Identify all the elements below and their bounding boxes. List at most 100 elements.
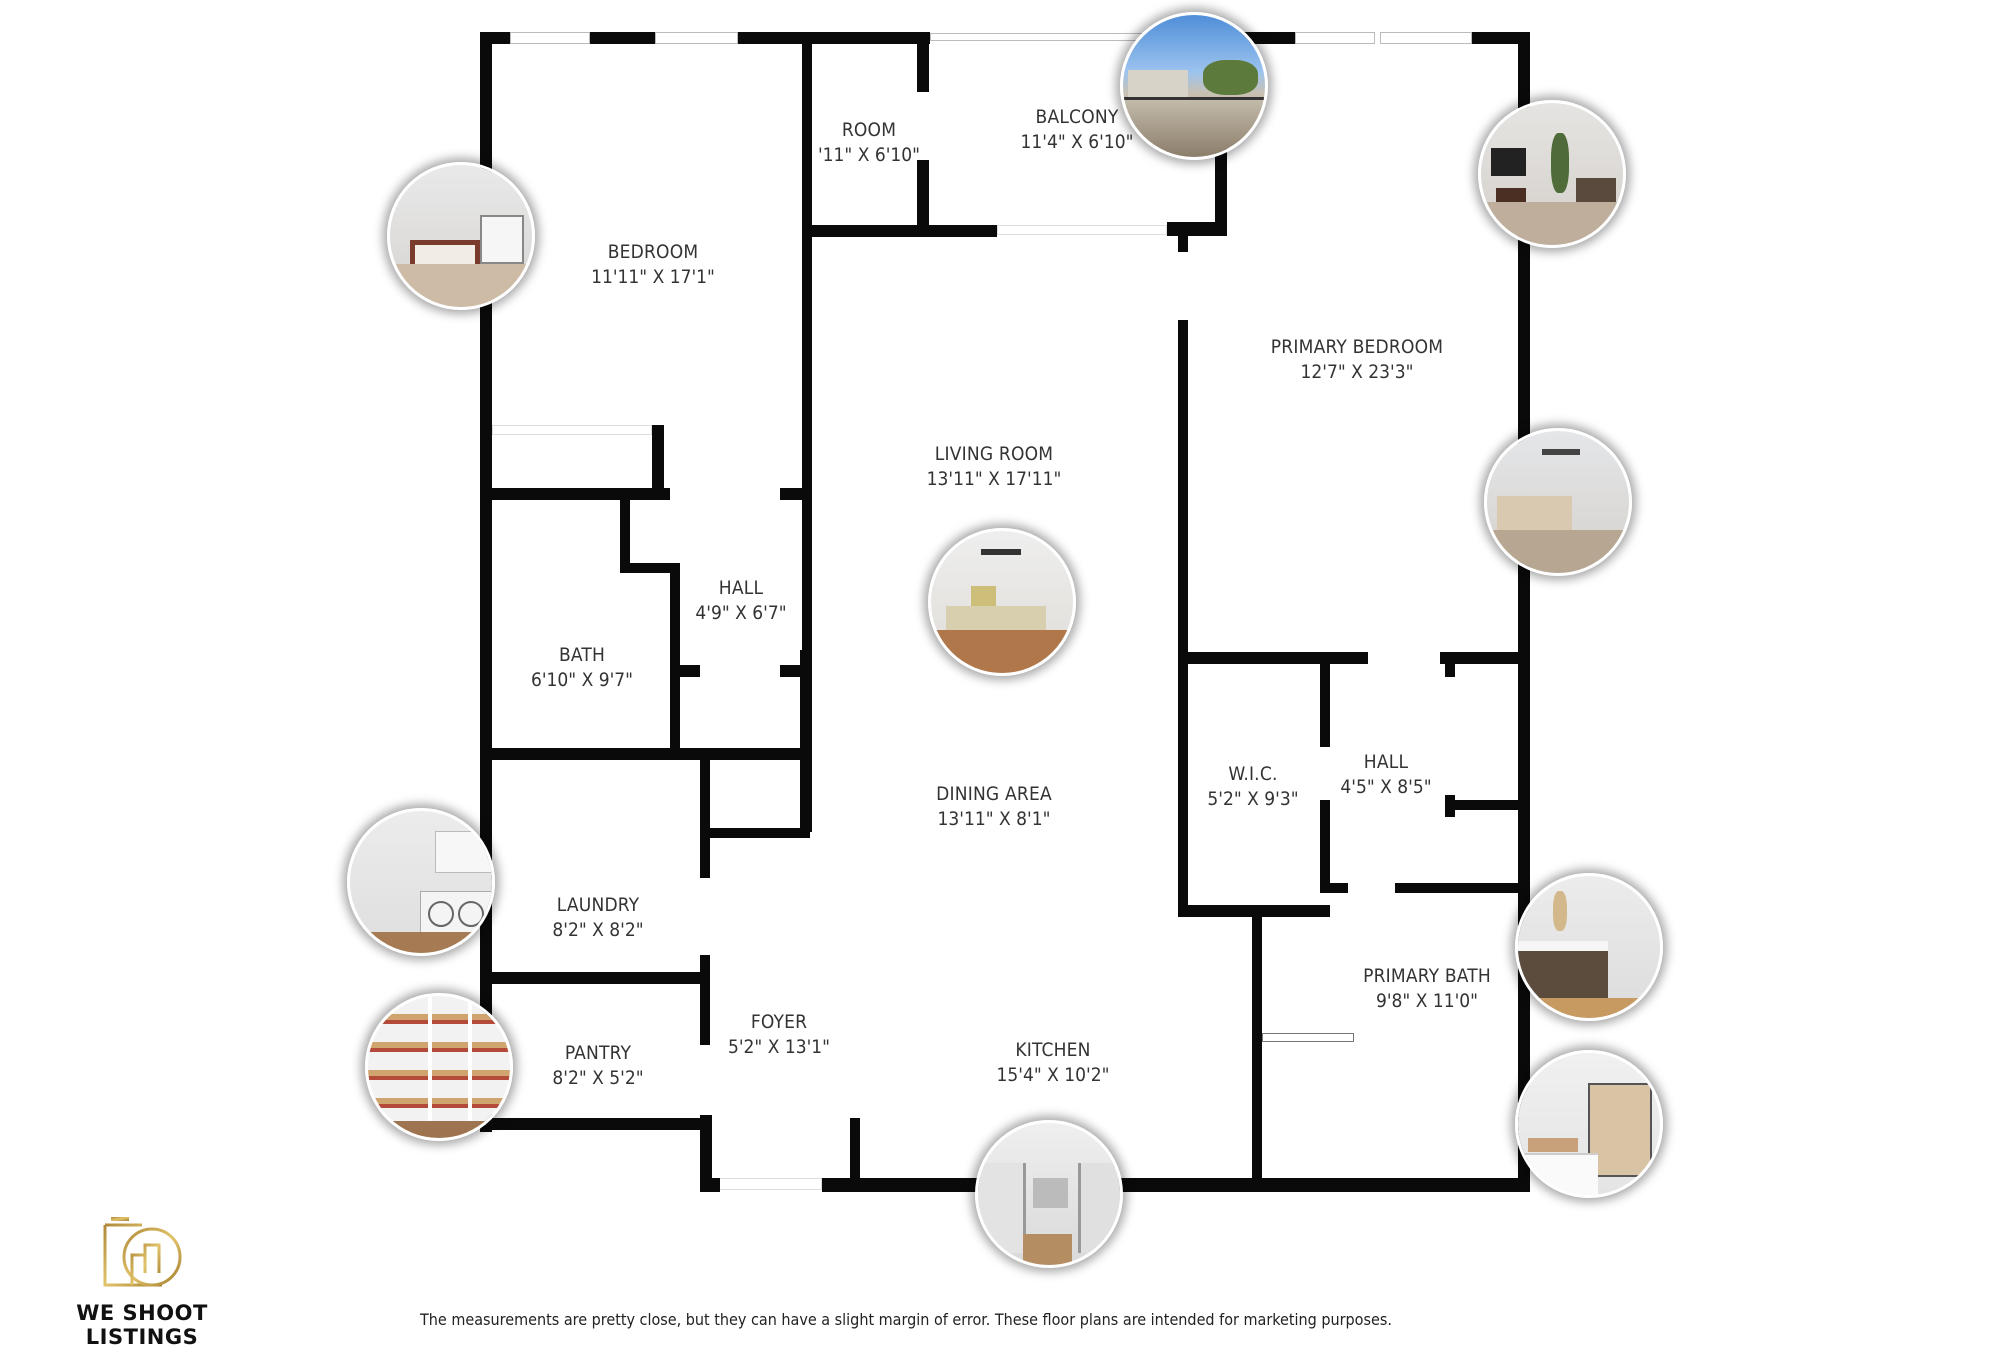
wall-wic-right-top [1320,652,1330,747]
room-name: FOYER [750,1011,808,1033]
brand-name: WE SHOOT LISTINGS [76,1301,208,1349]
wall-laundry-right-lower [700,955,710,1045]
wall-hall-stub [1445,652,1455,677]
wall-outer-top-2 [590,32,655,44]
room-name: BEDROOM [607,241,699,263]
wall-outer-top-5 [1472,32,1530,44]
room-label-kitchen: KITCHEN 15'4" X 10'2" [997,1038,1110,1087]
front-door-opening [718,1178,822,1190]
room-name: LIVING ROOM [934,443,1054,465]
wall-laundry-bottom [480,972,710,984]
camera-monogram-logo-icon [103,1217,182,1287]
wall-bath-right [670,563,680,753]
window-primary-1 [1295,32,1375,44]
wall-foyer-kitchen [850,1118,860,1188]
room-label-pantry: PANTRY 8'2" X 5'2" [552,1041,643,1090]
wall-bath-closet-b [620,563,680,573]
room-name: HALL [718,577,764,599]
primary-bath-vanity-photo-icon[interactable] [1515,873,1663,1021]
room-dimensions: 4'9" X 6'7" [695,601,787,624]
window-bedroom-2 [655,32,738,44]
balcony-photo-icon[interactable] [1120,12,1268,160]
wall-room-right-top [917,32,929,92]
room-label-room: ROOM '11" X 6'10" [818,118,920,167]
room-label-dining-area: DINING AREA 13'11" X 8'1" [936,782,1052,831]
wall-pantry-bottom [480,1118,712,1130]
primary-bath-shelf [1262,1033,1354,1042]
room-name: ROOM [841,119,897,141]
wall-bedroom-bottom-2 [780,488,810,500]
room-dimensions: 13'11" X 17'11" [926,467,1062,490]
living-room-photo-icon[interactable] [928,528,1076,676]
primary-bedroom-sitting-photo-icon[interactable] [1478,100,1626,248]
wall-outer-bottom-right [822,1178,1530,1192]
room-label-wic: W.I.C. 5'2" X 9'3" [1207,762,1298,811]
wall-primary-bottom-right [1440,652,1528,664]
room-label-primary-bath: PRIMARY BATH 9'8" X 11'0" [1363,964,1491,1013]
room-dimensions: 15'4" X 10'2" [996,1063,1110,1086]
room-name: PRIMARY BEDROOM [1270,336,1444,358]
pantry-photo-icon[interactable] [365,993,513,1141]
room-dimensions: 11'4" X 6'10" [1020,130,1134,153]
wall-bath-bottom [480,748,810,760]
wall-primary-left [1178,320,1188,915]
room-label-bedroom: BEDROOM 11'11" X 17'1" [591,240,715,289]
window-primary-2 [1380,32,1472,44]
room-name: PRIMARY BATH [1363,965,1491,987]
window-bedroom-1 [510,32,590,44]
room-name: BATH [558,644,606,666]
room-dimensions: '11" X 6'10" [817,143,921,166]
room-dimensions: 11'11" X 17'1" [591,265,715,288]
room-dimensions: 8'2" X 5'2" [552,1066,644,1089]
room-name: HALL [1363,751,1409,773]
room-name: PANTRY [564,1042,632,1064]
room-dimensions: 9'8" X 11'0" [1375,989,1479,1012]
wall-hall2-bottom-right [1395,883,1528,893]
room-label-bath: BATH 6'10" X 9'7" [531,643,633,692]
room-label-primary-bedroom: PRIMARY BEDROOM 12'7" X 23'3" [1271,335,1443,384]
bedroom-photo-icon[interactable] [387,162,535,310]
bedroom-closet-door [492,425,652,435]
wall-hall-right-lower [800,650,810,830]
room-name: LAUNDRY [556,894,640,916]
room-dimensions: 5'2" X 13'1" [727,1035,831,1058]
wall-hall-closet [1445,800,1525,810]
wall-laundry-closet-bottom [700,828,810,838]
room-dimensions: 5'2" X 9'3" [1207,787,1299,810]
wall-laundry-right [700,758,710,878]
room-name: BALCONY [1035,106,1119,128]
balcony-door [997,225,1167,235]
room-dimensions: 12'7" X 23'3" [1300,360,1414,383]
room-name: W.I.C. [1228,763,1278,785]
wall-room-bottom [802,225,997,237]
wall-room-right-bottom [917,160,929,235]
wall-primary-bottom-left [1178,652,1368,664]
room-name: KITCHEN [1015,1039,1091,1061]
primary-bedroom-bed-photo-icon[interactable] [1484,428,1632,576]
brand-logo: WE SHOOT LISTINGS [22,1215,262,1349]
room-dimensions: 8'2" X 8'2" [552,918,644,941]
wall-foyer-left-lower [700,1115,712,1192]
disclaimer-text: The measurements are pretty close, but t… [420,1310,1392,1329]
room-label-living-room: LIVING ROOM 13'11" X 17'11" [927,442,1062,491]
wall-primary-bath-left [1252,905,1262,1187]
room-name: DINING AREA [936,783,1052,805]
room-label-hall: HALL 4'9" X 6'7" [695,576,786,625]
wall-bath-closet-a [620,488,630,573]
wall-hall2-bottom-left [1320,883,1348,893]
room-dimensions: 4'5" X 8'5" [1340,775,1432,798]
primary-bath-shower-photo-icon[interactable] [1515,1050,1663,1198]
kitchen-photo-icon[interactable] [975,1120,1123,1268]
wall-outer-top-3 [738,32,930,44]
wall-bedroom-right [802,32,812,832]
room-dimensions: 6'10" X 9'7" [530,668,634,691]
laundry-photo-icon[interactable] [347,808,495,956]
wall-living-primary-top [1178,222,1188,252]
room-label-foyer: FOYER 5'2" X 13'1" [728,1010,830,1059]
wall-bedroom-bottom [480,488,670,500]
wall-bedroom-closet-right [652,425,664,495]
room-label-balcony: BALCONY 11'4" X 6'10" [1021,105,1134,154]
wall-hall-bottom-left [670,665,700,677]
wall-wic-right-bottom [1320,800,1330,890]
